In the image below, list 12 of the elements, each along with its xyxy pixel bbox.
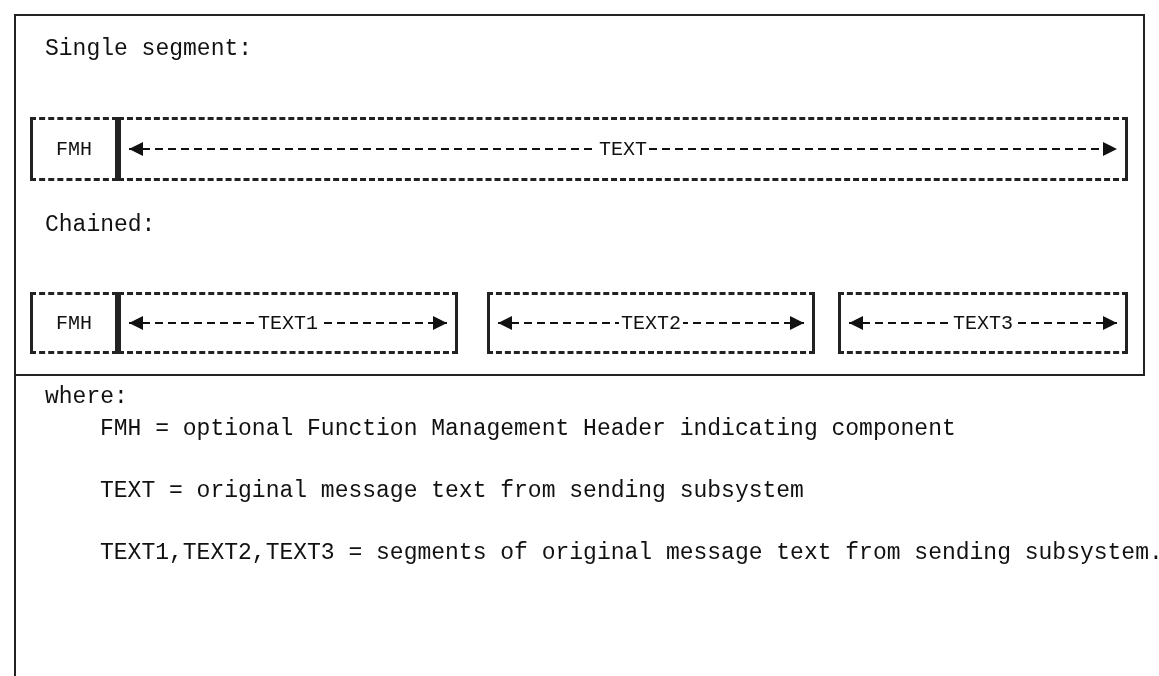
definition-text: TEXT1,TEXT2,TEXT3 = segments of original message text from sending subsystem. [100,540,1159,566]
definition-text: TEXT = original message text from sending subsystem [100,478,805,504]
section-heading: Single segment: [45,36,253,62]
field-box [30,292,118,354]
section-heading: where: [45,384,128,410]
field-box [118,117,1128,181]
section-heading: Chained: [45,212,156,238]
field-box [487,292,815,354]
field-box [30,117,118,181]
field-box [118,292,458,354]
definition-text: FMH = optional Function Management Header indicating component [100,416,957,442]
field-box [838,292,1128,354]
